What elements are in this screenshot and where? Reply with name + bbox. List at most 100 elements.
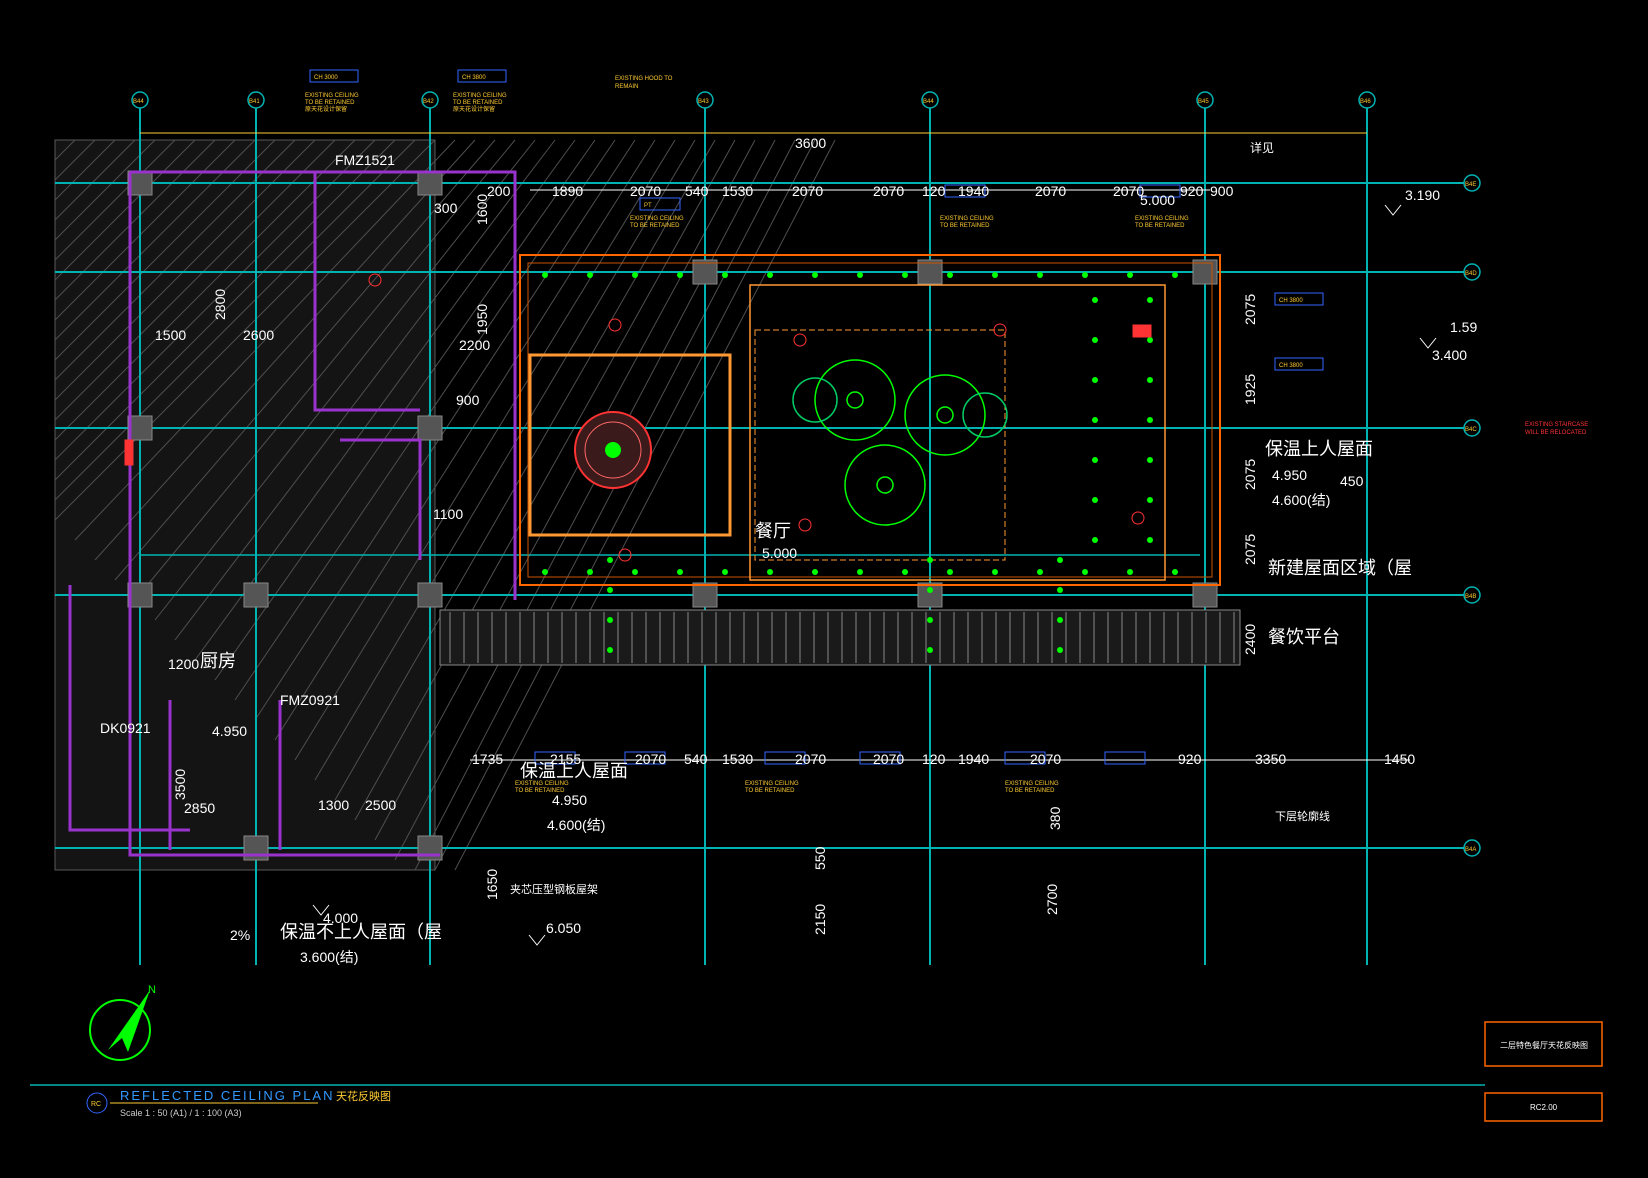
- dim-top-10: 920: [1180, 183, 1204, 199]
- grid-label-7: B46: [1360, 99, 1371, 105]
- existing-ceiling-5: EXISTING CEILING: [1135, 216, 1189, 222]
- hatch-line: [294, 139, 676, 761]
- downlight-marker: [677, 272, 683, 278]
- hatch-line: [54, 139, 376, 461]
- grid-bubbles-top: [131, 91, 1376, 109]
- downlight-marker: [927, 617, 933, 623]
- hatch-line: [414, 139, 796, 871]
- dim-top-6: 120: [922, 183, 946, 199]
- hatch-line: [154, 139, 536, 621]
- hatch-line: [334, 139, 716, 801]
- existing-ceiling-2: EXISTING CEILING: [453, 93, 507, 99]
- drawing-title-cn: 天花反映图: [336, 1090, 391, 1103]
- dining-hall-outline: [519, 254, 1221, 586]
- hatch-line: [54, 139, 76, 161]
- ch-tag-2: CH 3800: [462, 75, 486, 81]
- hatch-line: [54, 139, 336, 421]
- dim-misc-3500: 3500: [172, 769, 188, 800]
- sheet-number: RC2.00: [1530, 1103, 1558, 1112]
- hatch-line: [74, 139, 456, 541]
- dim-misc-1300: 1300: [318, 797, 349, 813]
- hatch-line: [54, 139, 96, 181]
- level-6050: 6.050: [546, 920, 581, 936]
- dim-bot-4: 540: [684, 751, 708, 767]
- dim-top-11: 900: [1210, 183, 1234, 199]
- hatch-line: [54, 139, 156, 241]
- downlight-marker: [632, 569, 638, 575]
- dim-misc-1650: 1650: [484, 869, 500, 900]
- downlight-marker: [1092, 457, 1098, 463]
- downlight-marker: [1172, 272, 1178, 278]
- level-4950: 4.950: [212, 723, 247, 739]
- detail-note: 详见: [1250, 140, 1274, 155]
- grid-label-r2: B4D: [1465, 271, 1477, 277]
- hatch-line: [54, 139, 136, 221]
- downlight-marker: [1057, 557, 1063, 563]
- hatch-line: [54, 139, 196, 281]
- dim-bot-8: 120: [922, 751, 946, 767]
- level-no-access-2: 3.600(结): [300, 949, 358, 965]
- ceiling-cn-2: 原天花设计保留: [453, 105, 495, 113]
- dim-misc-1890: 1890: [552, 183, 583, 199]
- existing-ceiling-6: EXISTING CEILING: [515, 781, 569, 787]
- level-roof-access-2: 4.600(结): [1272, 492, 1330, 508]
- downlight-marker: [927, 647, 933, 653]
- dim-misc-2800: 2800: [212, 289, 228, 320]
- level-3400: 3.400: [1432, 347, 1467, 363]
- downlight-marker: [1172, 569, 1178, 575]
- dim-bot-6: 2070: [795, 751, 826, 767]
- downlight-marker: [1147, 457, 1153, 463]
- downlight-marker: [812, 272, 818, 278]
- terrace-decking: [439, 609, 1241, 666]
- retained-7: TO BE RETAINED: [745, 788, 795, 794]
- existing-hood-1: EXISTING HOOD TO: [615, 76, 673, 82]
- door-fmz0921: FMZ0921: [280, 692, 340, 708]
- ch-tag-1: CH 3000: [314, 75, 338, 81]
- downlight-marker: [1092, 377, 1098, 383]
- north-label: N: [148, 984, 156, 996]
- downlight-marker: [1147, 497, 1153, 503]
- level-dining: 5.000: [762, 545, 797, 561]
- ceiling-cn-1: 原天花设计保留: [305, 105, 347, 113]
- hatch-line: [54, 139, 176, 261]
- dim-misc-1200: 1200: [168, 656, 199, 672]
- door-dk0921: DK0921: [100, 720, 151, 736]
- dim-top-4: 2070: [792, 183, 823, 199]
- hatch-line: [134, 139, 516, 601]
- grid-label-3: B42: [423, 99, 434, 105]
- downlight-marker: [902, 569, 908, 575]
- downlight-marker: [992, 569, 998, 575]
- hatch-line: [94, 139, 476, 561]
- downlight-marker: [607, 587, 613, 593]
- hatch-line: [54, 139, 396, 481]
- downlight-marker: [947, 272, 953, 278]
- downlight-marker: [607, 647, 613, 653]
- ch-tag-3: CH 3800: [1279, 298, 1303, 304]
- ceiling-height-tags: [309, 69, 1324, 765]
- downlight-marker: [902, 272, 908, 278]
- room-roof-no-access: 保温不上人屋面（屋: [280, 922, 442, 943]
- existing-building-hatch: [54, 139, 836, 871]
- grid-label-4: B43: [698, 99, 709, 105]
- downlight-marker: [1082, 272, 1088, 278]
- dim-bot-3: 2070: [635, 751, 666, 767]
- downlight-marker: [812, 569, 818, 575]
- sheet-info: 二层特色餐厅天花反映图 RC2.00: [1484, 1021, 1603, 1122]
- existing-ceiling-3: EXISTING CEILING: [630, 216, 684, 222]
- downlight-marker: [542, 272, 548, 278]
- dim-misc-1600: 1600: [474, 194, 490, 225]
- downlight-marker: [1147, 337, 1153, 343]
- dim-misc-2600: 2600: [243, 327, 274, 343]
- downlight-marker: [992, 272, 998, 278]
- downlight-marker: [1037, 569, 1043, 575]
- hatch-line: [434, 139, 816, 871]
- grid-label-r3: B4C: [1465, 427, 1477, 433]
- existing-ceiling-8: EXISTING CEILING: [1005, 781, 1059, 787]
- grid-label-2: B41: [249, 99, 260, 105]
- downlight-marker: [1037, 272, 1043, 278]
- hatch-line: [274, 139, 656, 741]
- downlight-marker: [1092, 497, 1098, 503]
- downlight-marker: [1092, 417, 1098, 423]
- grid-label-6: B45: [1198, 99, 1209, 105]
